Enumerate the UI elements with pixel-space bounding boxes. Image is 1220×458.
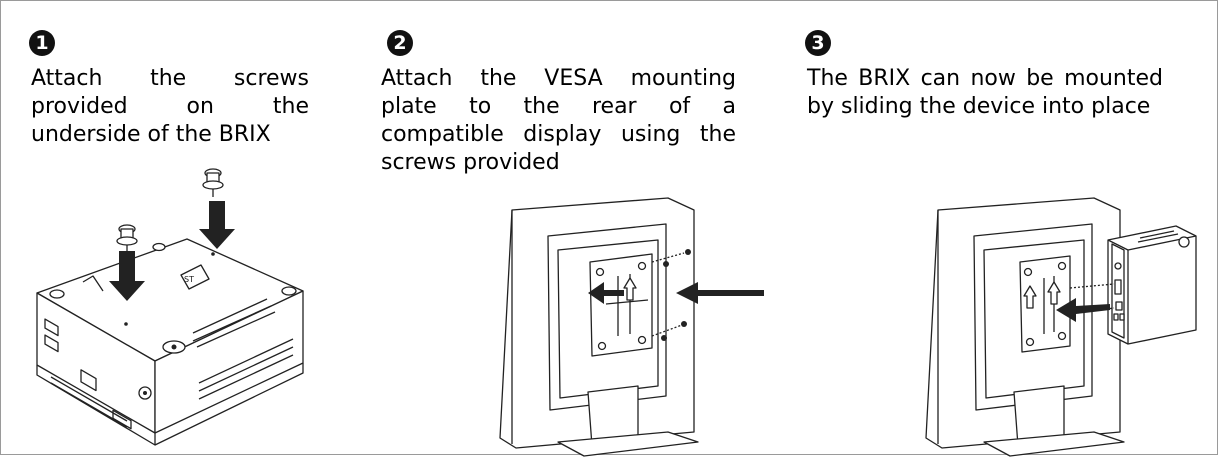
arrow-down-icon xyxy=(109,251,145,301)
screw-icon xyxy=(203,169,223,197)
side-vents-icon xyxy=(199,339,293,399)
vent-grille-icon xyxy=(1138,231,1178,242)
step-number-badge: 2 xyxy=(387,30,413,56)
step-number-badge: 3 xyxy=(805,30,831,56)
step-instruction-text: Attach the screws provided on the unders… xyxy=(31,66,309,147)
arrow-down-icon xyxy=(199,201,235,249)
monitor-brix-mount-illustration xyxy=(926,196,1206,458)
arrow-left-icon xyxy=(1056,298,1110,322)
monitor-vesa-illustration xyxy=(488,196,764,458)
step-3: 3 The BRIX can now be mounted by sliding… xyxy=(801,1,1211,456)
arrow-left-icon xyxy=(676,282,764,304)
step-instruction-text: Attach the VESA mounting plate to the re… xyxy=(381,66,736,175)
brix-underside-illustration: ST xyxy=(31,151,311,447)
screw-icon xyxy=(117,225,137,253)
svg-text:ST: ST xyxy=(184,275,194,284)
step-1: 1 Attach the screws provided on the unde… xyxy=(1,1,406,456)
step-number-badge: 1 xyxy=(29,30,55,56)
vent-grille-icon xyxy=(193,299,275,347)
step-2: 2 Attach the VESA mounting plate to the … xyxy=(378,1,788,456)
arrow-left-icon xyxy=(588,282,624,304)
step-instruction-text: The BRIX can now be mounted by sliding t… xyxy=(807,66,1163,119)
arrow-up-icon xyxy=(624,278,636,300)
arrow-up-icon xyxy=(1024,286,1036,308)
arrow-up-icon xyxy=(1048,282,1060,304)
